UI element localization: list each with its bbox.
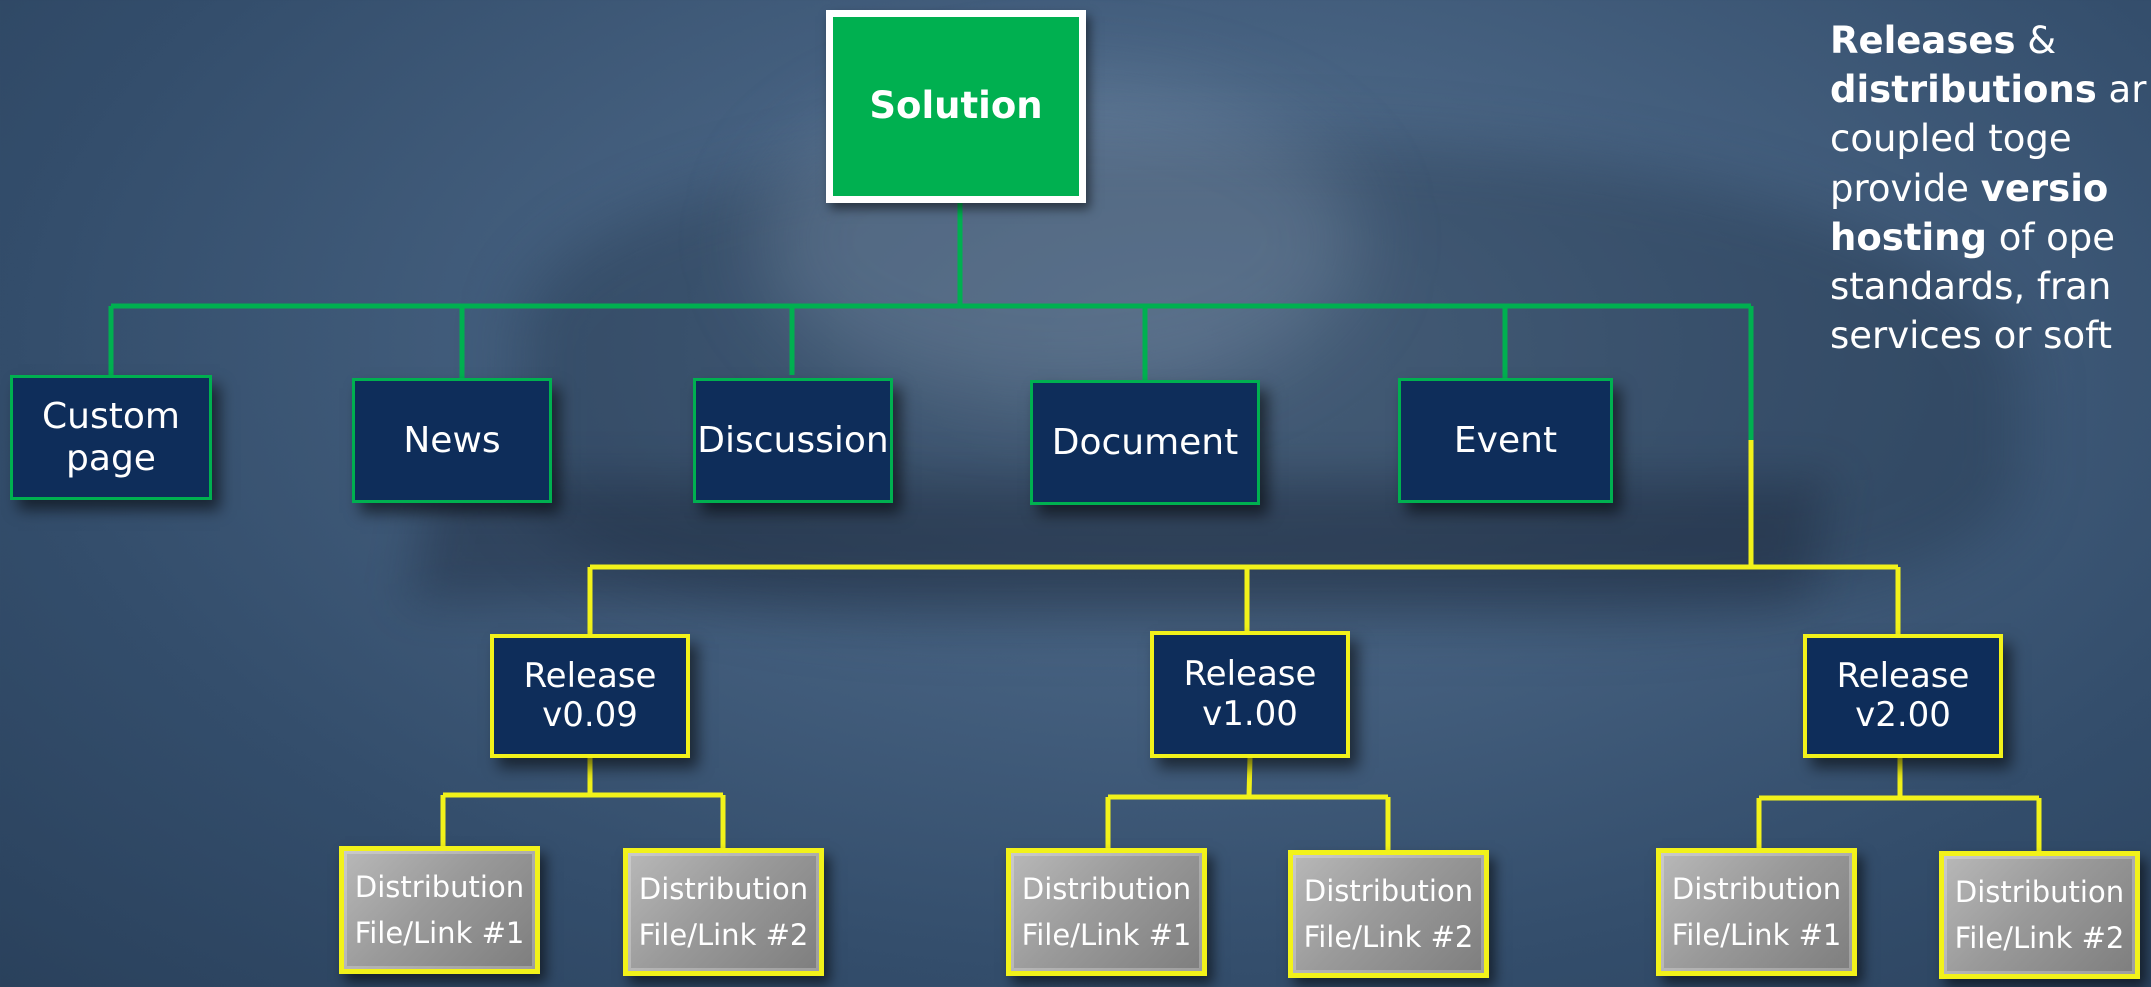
note-line: provide versio [1830, 166, 2109, 210]
note-line: hosting of ope [1830, 215, 2116, 259]
distribution-node: Distribution File/Link #1 [339, 846, 540, 974]
note-line: Releases & [1830, 19, 2057, 62]
section-custom-page: Custom page [10, 375, 212, 500]
distribution-node: Distribution File/Link #1 [1006, 848, 1207, 976]
note-line: services or soft [1830, 314, 2112, 358]
connector-r2-down [1246, 757, 1253, 798]
section-event: Event [1398, 378, 1613, 503]
section-discussion: Discussion [693, 378, 893, 503]
releases-description-note: Releases & distributions ar coupled toge… [1830, 16, 2151, 360]
release-node: Release v2.00 [1803, 634, 2003, 758]
note-line: distributions ar [1830, 68, 2147, 112]
solution-node: Solution [826, 10, 1086, 203]
distribution-node: Distribution File/Link #2 [1939, 851, 2140, 979]
yellow-connectors [440, 440, 2042, 853]
green-connectors [108, 200, 1754, 440]
section-document: Document [1030, 380, 1260, 505]
note-line: coupled toge [1830, 117, 2072, 161]
release-node: Release v1.00 [1150, 631, 1350, 758]
release-node: Release v0.09 [490, 634, 690, 758]
section-news: News [352, 378, 552, 503]
distribution-node: Distribution File/Link #2 [623, 848, 824, 976]
distribution-node: Distribution File/Link #2 [1288, 850, 1489, 978]
distribution-node: Distribution File/Link #1 [1656, 848, 1857, 976]
note-line: standards, fran [1830, 265, 2112, 309]
